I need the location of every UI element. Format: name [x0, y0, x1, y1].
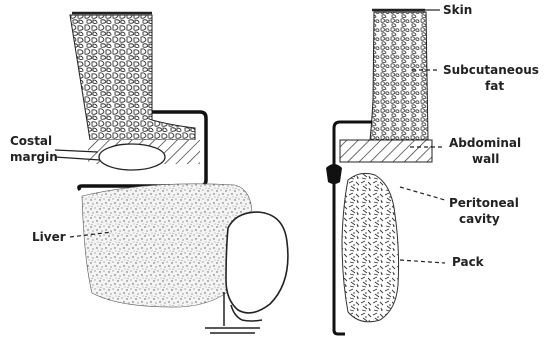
- subcutaneous-label-line1: Subcutaneous: [443, 63, 539, 77]
- costal-margin-label-line2: margin: [10, 150, 58, 164]
- pack-shape: [342, 173, 399, 321]
- abdominal-wall: [340, 140, 432, 162]
- liver-label: Liver: [32, 230, 66, 244]
- peritoneal-label-line1: Peritoneal: [449, 196, 519, 210]
- right-subcutaneous-fat: [370, 12, 428, 140]
- peritoneal-leader: [400, 187, 445, 200]
- left-subcutaneous-fat: [70, 15, 195, 140]
- pack-leader: [400, 260, 445, 263]
- subcutaneous-label-line2: fat: [485, 79, 504, 93]
- abdominal-label-line2: wall: [472, 152, 499, 166]
- peritoneal-label-line2: cavity: [459, 212, 500, 226]
- pack-label: Pack: [452, 255, 485, 269]
- gallbladder-outline: [226, 212, 288, 313]
- costal-cartilage: [99, 144, 165, 170]
- retractor-tip: [326, 164, 342, 184]
- abdominal-label-line1: Abdominal: [449, 136, 521, 150]
- skin-label: Skin: [443, 3, 472, 17]
- costal-margin-label-line1: Costal: [10, 134, 52, 148]
